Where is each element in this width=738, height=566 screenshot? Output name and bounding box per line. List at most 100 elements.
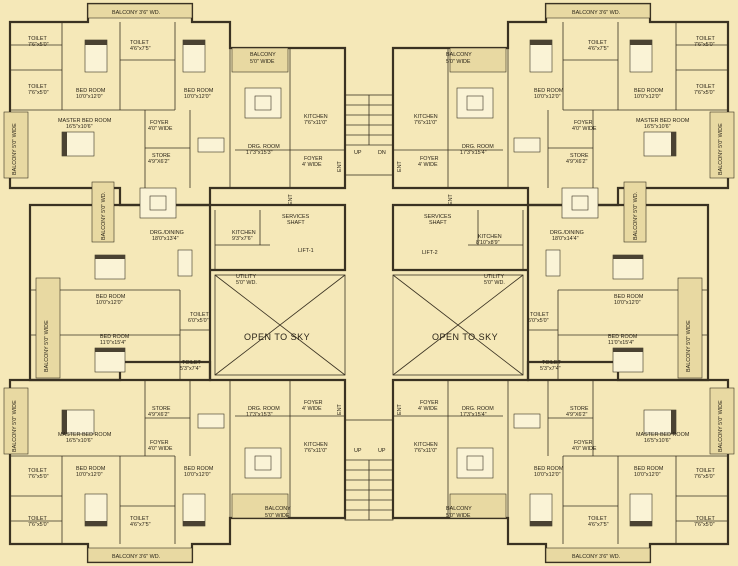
open-to-sky-courts xyxy=(214,274,524,376)
stair-up-label: UP xyxy=(378,448,386,454)
toilet-label: TOILET xyxy=(588,40,607,46)
toilet-label: TOILET xyxy=(588,516,607,522)
bedroom-size: 10'0"x12'0" xyxy=(634,94,661,100)
balcony-label: BALCONY 5'0" WIDE xyxy=(12,123,18,175)
kitchen-size: 7'6"x11'0" xyxy=(304,120,327,126)
toilet-label: TOILET xyxy=(190,312,209,318)
bedroom-size: 10'0"x12'0" xyxy=(76,472,103,478)
foyer-label: FOYER xyxy=(574,120,593,126)
master-bedroom-label: MASTER BED ROOM xyxy=(58,432,112,438)
kitchen-size: 8'10"x8'9" xyxy=(476,240,500,246)
drg-room-label: DRG. ROOM xyxy=(462,406,494,412)
toilet-size: 7'6"x5'0" xyxy=(28,522,49,528)
kitchen-size: 7'6"x11'0" xyxy=(414,120,437,126)
toilet-label: TOILET xyxy=(28,84,47,90)
room-labels: BALCONY 3'6" WD. BALCONY 3'6" WD. BALCON… xyxy=(12,10,724,560)
entry-label: ENT xyxy=(397,404,403,415)
utility-label: UTILITY xyxy=(236,274,256,280)
bedroom-label: BED ROOM xyxy=(184,88,214,94)
balcony-label: BALCONY 5'0" WD. xyxy=(101,192,107,240)
balcony-label: 5'0" WIDE xyxy=(250,59,275,65)
toilet-size: 7'6"x5'0" xyxy=(694,42,715,48)
balcony-label: BALCONY 5'0" WIDE xyxy=(718,400,724,452)
toilet-label: TOILET xyxy=(696,468,715,474)
bedroom-size: 10'0"x12'0" xyxy=(96,300,123,306)
toilet-size: 7'6"x5'0" xyxy=(694,474,715,480)
balcony-label: BALCONY 5'0" WIDE xyxy=(718,123,724,175)
balcony-label: BALCONY 3'6" WD. xyxy=(112,10,160,16)
toilet-size: 6'0"x5'0" xyxy=(188,318,209,324)
master-bedroom-label: MASTER BED ROOM xyxy=(58,118,112,124)
kitchen-label: KITCHEN xyxy=(478,234,502,240)
bedroom-size: 10'0"x12'0" xyxy=(184,94,211,100)
kitchen-label: KITCHEN xyxy=(304,114,328,120)
bedroom-size: 10'0"x12'0" xyxy=(184,472,211,478)
services-shaft-label: SHAFT xyxy=(429,220,447,226)
balcony-label: BALCONY 5'0" WIDE xyxy=(12,400,18,452)
balcony-label: 5'0" WIDE xyxy=(446,513,471,519)
toilet-label: TOILET xyxy=(696,516,715,522)
interior-partitions xyxy=(10,22,728,544)
bedroom-size: 10'0"x12'0" xyxy=(76,94,103,100)
toilet-size: 7'6"x5'0" xyxy=(28,90,49,96)
toilet-label: TOILET xyxy=(130,516,149,522)
furniture xyxy=(61,39,677,527)
drg-room-size: 17'3"x15'3" xyxy=(246,412,273,418)
foyer-size: 4'0" WIDE xyxy=(148,126,173,132)
balcony-label: 5'0" WIDE xyxy=(265,513,290,519)
toilet-size: 5'3"x7'4" xyxy=(540,366,561,372)
bedroom-size: 10'0"x12'0" xyxy=(634,472,661,478)
toilet-label: TOILET xyxy=(28,36,47,42)
store-size: 4'9"X6'2" xyxy=(566,159,588,165)
services-shaft-label: SERVICES xyxy=(424,214,452,220)
balcony-label: BALCONY xyxy=(446,506,472,512)
drg-room-label: DRG. ROOM xyxy=(248,406,280,412)
balcony-label: BALCONY xyxy=(265,506,291,512)
balcony-label: BALCONY xyxy=(446,52,472,58)
toilet-label: TOILET xyxy=(28,516,47,522)
bedroom-label: BED ROOM xyxy=(634,88,664,94)
entry-label: ENT xyxy=(448,194,454,205)
toilet-size: 4'6"x7'5" xyxy=(588,46,609,52)
toilet-size: 5'3"x7'4" xyxy=(180,366,201,372)
drg-room-size: 17'3"x15'4" xyxy=(460,150,487,156)
drg-dining-label: DRG./DINING xyxy=(150,230,184,236)
foyer-size: 4' WIDE xyxy=(418,406,438,412)
toilet-label: TOILET xyxy=(182,360,201,366)
kitchen-label: KITCHEN xyxy=(414,442,438,448)
store-label: STORE xyxy=(570,153,589,159)
toilet-label: TOILET xyxy=(696,84,715,90)
utility-size: 5'0" WD. xyxy=(236,280,257,286)
bedroom-label: BED ROOM xyxy=(634,466,664,472)
master-bedroom-label: MASTER BED ROOM xyxy=(636,118,690,124)
balcony-label: BALCONY 3'6" WD. xyxy=(112,554,160,560)
bedroom-label: BED ROOM xyxy=(76,88,106,94)
bedroom-size: 10'0"x12'0" xyxy=(534,94,561,100)
toilet-size: 7'6"x5'0" xyxy=(28,42,49,48)
bedroom-label: BED ROOM xyxy=(184,466,214,472)
stair-down-label: DN xyxy=(378,150,386,156)
kitchen-label: KITCHEN xyxy=(414,114,438,120)
store-label: STORE xyxy=(152,153,171,159)
balconies xyxy=(3,3,735,563)
services-shaft-label: SERVICES xyxy=(282,214,310,220)
foyer-size: 4' WIDE xyxy=(418,162,438,168)
balcony-label: BALCONY 5'0" WD. xyxy=(633,192,639,240)
master-bedroom-size: 16'5"x10'6" xyxy=(644,438,671,444)
foyer-size: 4'0" WIDE xyxy=(148,446,173,452)
foyer-label: FOYER xyxy=(304,400,323,406)
balcony-label: 5'0" WIDE xyxy=(446,59,471,65)
stair-up-label: UP xyxy=(354,150,362,156)
toilet-size: 4'6"x7'5" xyxy=(588,522,609,528)
utility-size: 5'0" WD. xyxy=(484,280,505,286)
bedroom-label: BED ROOM xyxy=(614,294,644,300)
balcony-label: BALCONY xyxy=(250,52,276,58)
store-size: 4'9"X6'2" xyxy=(148,412,170,418)
foyer-size: 4'0" WIDE xyxy=(572,126,597,132)
bedroom-label: BED ROOM xyxy=(96,294,126,300)
staircases xyxy=(344,94,394,521)
drg-room-size: 17'3"x15'3" xyxy=(246,150,273,156)
store-size: 4'9"X6'2" xyxy=(566,412,588,418)
store-size: 4'9"X6'2" xyxy=(148,159,170,165)
toilet-label: TOILET xyxy=(28,468,47,474)
